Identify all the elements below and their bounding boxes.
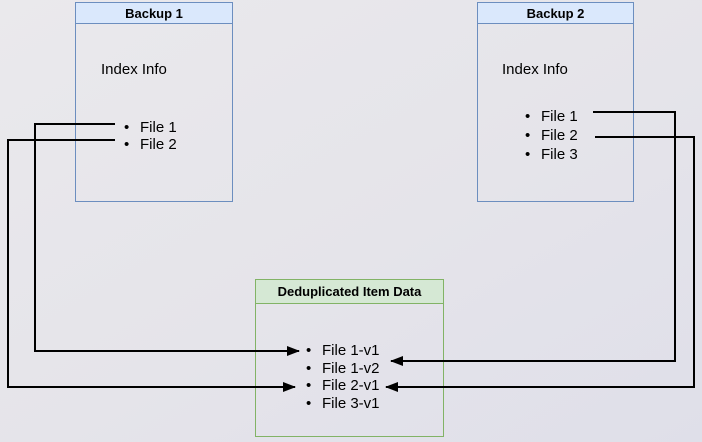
backup1-index-info-label: Index Info: [101, 61, 167, 78]
list-item: File 2: [124, 136, 177, 153]
backup1-title: Backup 1: [125, 5, 183, 21]
backup2-header: Backup 2: [478, 3, 633, 24]
list-item: File 2-v1: [306, 377, 380, 395]
list-item: File 1-v1: [306, 342, 380, 360]
backup1-node: Backup 1 Index Info File 1 File 2: [75, 2, 233, 202]
backup2-node: Backup 2 Index Info File 1 File 2 File 3: [477, 2, 634, 202]
dedup-file-list: File 1-v1 File 1-v2 File 2-v1 File 3-v1: [306, 342, 380, 412]
backup1-header: Backup 1: [76, 3, 232, 24]
backup2-title: Backup 2: [526, 5, 585, 21]
dedup-header: Deduplicated Item Data: [256, 280, 443, 304]
backup2-file-list: File 1 File 2 File 3: [525, 107, 578, 164]
backup2-index-info-label: Index Info: [502, 61, 568, 78]
list-item: File 2: [525, 126, 578, 145]
backup1-file-list: File 1 File 2: [124, 119, 177, 153]
list-item: File 1: [525, 107, 578, 126]
deduplicated-item-data-node: Deduplicated Item Data File 1-v1 File 1-…: [255, 279, 444, 437]
dedup-title: Deduplicated Item Data: [277, 284, 422, 299]
list-item: File 1-v2: [306, 360, 380, 378]
list-item: File 1: [124, 119, 177, 136]
list-item: File 3-v1: [306, 395, 380, 413]
list-item: File 3: [525, 145, 578, 164]
